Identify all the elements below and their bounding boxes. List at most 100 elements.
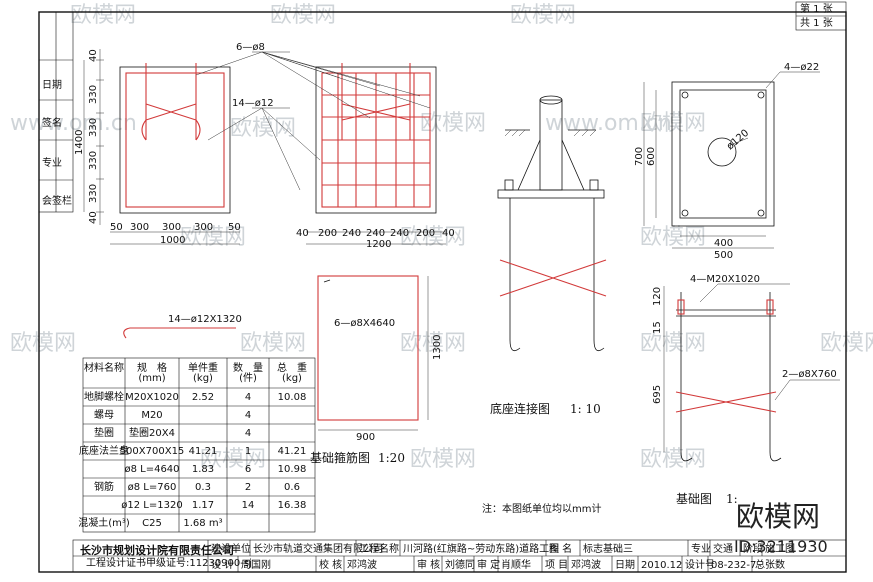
table-cell: 1.68 m³: [183, 518, 222, 529]
stirrup-detail: 900 1300 6—ø8X4640 基础箍筋图 1:20: [310, 275, 443, 465]
dim-text: 40: [88, 49, 99, 62]
stirrup-width: 900: [356, 432, 375, 443]
dim-text: 330: [88, 151, 99, 170]
table-cell: 1.17: [192, 500, 214, 511]
base-view-title: 底座连接图: [490, 401, 550, 416]
base-view-scale: 1: 10: [570, 402, 601, 416]
brand-id: ID:3211930: [734, 537, 828, 556]
dim-text: 330: [88, 184, 99, 203]
title-block-cell: 项 目: [545, 559, 568, 571]
watermark-text: 欧模网: [510, 3, 576, 28]
foundation-title: 基础图: [676, 492, 712, 506]
leader-lines: 6—ø8 14—ø12: [195, 42, 431, 191]
dim-text: 200: [416, 228, 435, 239]
table-frame: [82, 357, 316, 533]
dim-text: 240: [366, 228, 385, 239]
rebar-view-title: 基础箍筋图: [310, 450, 370, 465]
bent-bar-label: 14—ø12X1320: [168, 314, 242, 325]
dim-text: 1200: [366, 239, 391, 250]
table-header: 规 格: [137, 361, 167, 374]
dim-text: 240: [390, 228, 409, 239]
watermark-text: 欧模网: [640, 225, 706, 250]
title-block-cell: 周国刚: [241, 559, 271, 571]
table-cell: 14: [242, 500, 255, 511]
brand-watermark: 欧模网: [736, 500, 820, 533]
watermark-text: 欧模网: [400, 331, 466, 356]
table-cell: C25: [142, 518, 162, 529]
dim-text: 50: [228, 222, 241, 233]
table-cell: 10.08: [278, 392, 307, 403]
units-note: 注：本图纸单位均以mm计: [482, 502, 601, 515]
sheet-total: 共 1 张: [800, 17, 833, 29]
dim-text: 50: [110, 222, 123, 233]
title-block-cell: 审 核: [417, 558, 440, 571]
title-block-cell: 08-232-7: [711, 560, 756, 571]
table-cell: 1: [245, 446, 251, 457]
watermark-text: 欧模网: [10, 331, 76, 356]
watermark-text: 欧模网: [410, 447, 476, 472]
title-block-cell: 总张数: [755, 558, 785, 571]
title-block-cell: 工程名称: [359, 542, 399, 555]
watermark-text: 欧模网: [420, 111, 486, 136]
watermark-text: 欧模网: [70, 3, 136, 28]
title-block-cell: 设 计: [211, 558, 234, 571]
dim-text: 330: [88, 118, 99, 137]
dim-text: 40: [296, 228, 309, 239]
table-cell: ø8 L=760: [128, 482, 177, 493]
title-block-cell: 川河路(红旗路~劳动东路)道路工程: [403, 542, 559, 555]
foundation-scale: 1:: [726, 492, 738, 506]
dim-text: 330: [88, 85, 99, 104]
watermark-text: 欧模网: [240, 331, 306, 356]
title-block-cell: 长沙市轨道交通集团有限公司: [253, 542, 383, 555]
plan-rebar-a: 40 330 330 1400 330 330 40 50 300 300 30…: [74, 49, 241, 246]
stirrup-height: 1300: [432, 335, 443, 360]
watermark-url: www.om.cn: [545, 111, 672, 136]
table-cell: 钢筋: [94, 480, 114, 493]
table-cell: 底座法兰盘: [79, 444, 129, 457]
title-block-row: 建设单位长沙市轨道交通集团有限公司工程名称川河路(红旗路~劳动东路)道路工程图 …: [211, 540, 795, 556]
title-block-cell: 建设单位: [211, 542, 251, 555]
table-cell: 10.98: [278, 464, 307, 475]
plate-circle-dim: ø120: [725, 128, 751, 153]
table-cell: 2.52: [192, 392, 214, 403]
watermark-text: 欧模网: [640, 447, 706, 472]
plate-height: 700: [634, 147, 645, 166]
anchor-dim: 120: [652, 287, 663, 306]
table-cell: 螺母: [94, 409, 114, 421]
table-header: 数 量: [233, 361, 263, 374]
dim-text: 1000: [160, 235, 185, 246]
table-cell: 4: [245, 410, 251, 421]
table-header: 材料名称: [84, 361, 124, 374]
title-block-cell: 专业: [691, 542, 711, 555]
rebar-view-scale: 1:20: [378, 451, 405, 465]
table-cell: 41.21: [189, 446, 218, 457]
table-cell: 500X700X15: [120, 446, 185, 457]
title-block-cell: 肖顺华: [501, 558, 531, 571]
title-block-cell: 阶段: [743, 542, 763, 555]
title-block-cell: 校 核: [319, 558, 342, 571]
dim-text: 40: [88, 211, 99, 224]
table-cell: 0.3: [195, 482, 211, 493]
table-cell: M20: [141, 410, 162, 421]
table-cell: ø12 L=1320: [121, 500, 182, 511]
watermark-layer: 欧模网 欧模网 欧模网 欧模网 欧模网 欧模网 欧模网 欧模网 欧模网 欧模网 …: [10, 3, 873, 472]
title-block-cell: 邓鸿波: [347, 558, 377, 571]
dim-text: 300: [162, 222, 181, 233]
table-cell: 4: [245, 428, 251, 439]
strip-label: 日期: [42, 79, 62, 91]
title-block-cell: 施工图: [765, 542, 795, 555]
watermark-text: 欧模网: [640, 331, 706, 356]
callout-main-bar: 14—ø12: [232, 98, 274, 109]
watermark-text: 欧模网: [270, 3, 336, 28]
strip-label: 签名: [42, 116, 62, 129]
table-header: (kg): [282, 373, 302, 384]
table-header: 总 重: [277, 361, 307, 374]
plate-inner-width: 400: [714, 238, 733, 249]
title-block-cell: 图 名: [549, 542, 572, 555]
title-block-cell: 刘德同: [445, 558, 475, 571]
tie-callout: 2—ø8X760: [782, 369, 837, 380]
table-cell: 地脚螺栓: [84, 390, 124, 403]
table-header: (件): [239, 372, 257, 384]
